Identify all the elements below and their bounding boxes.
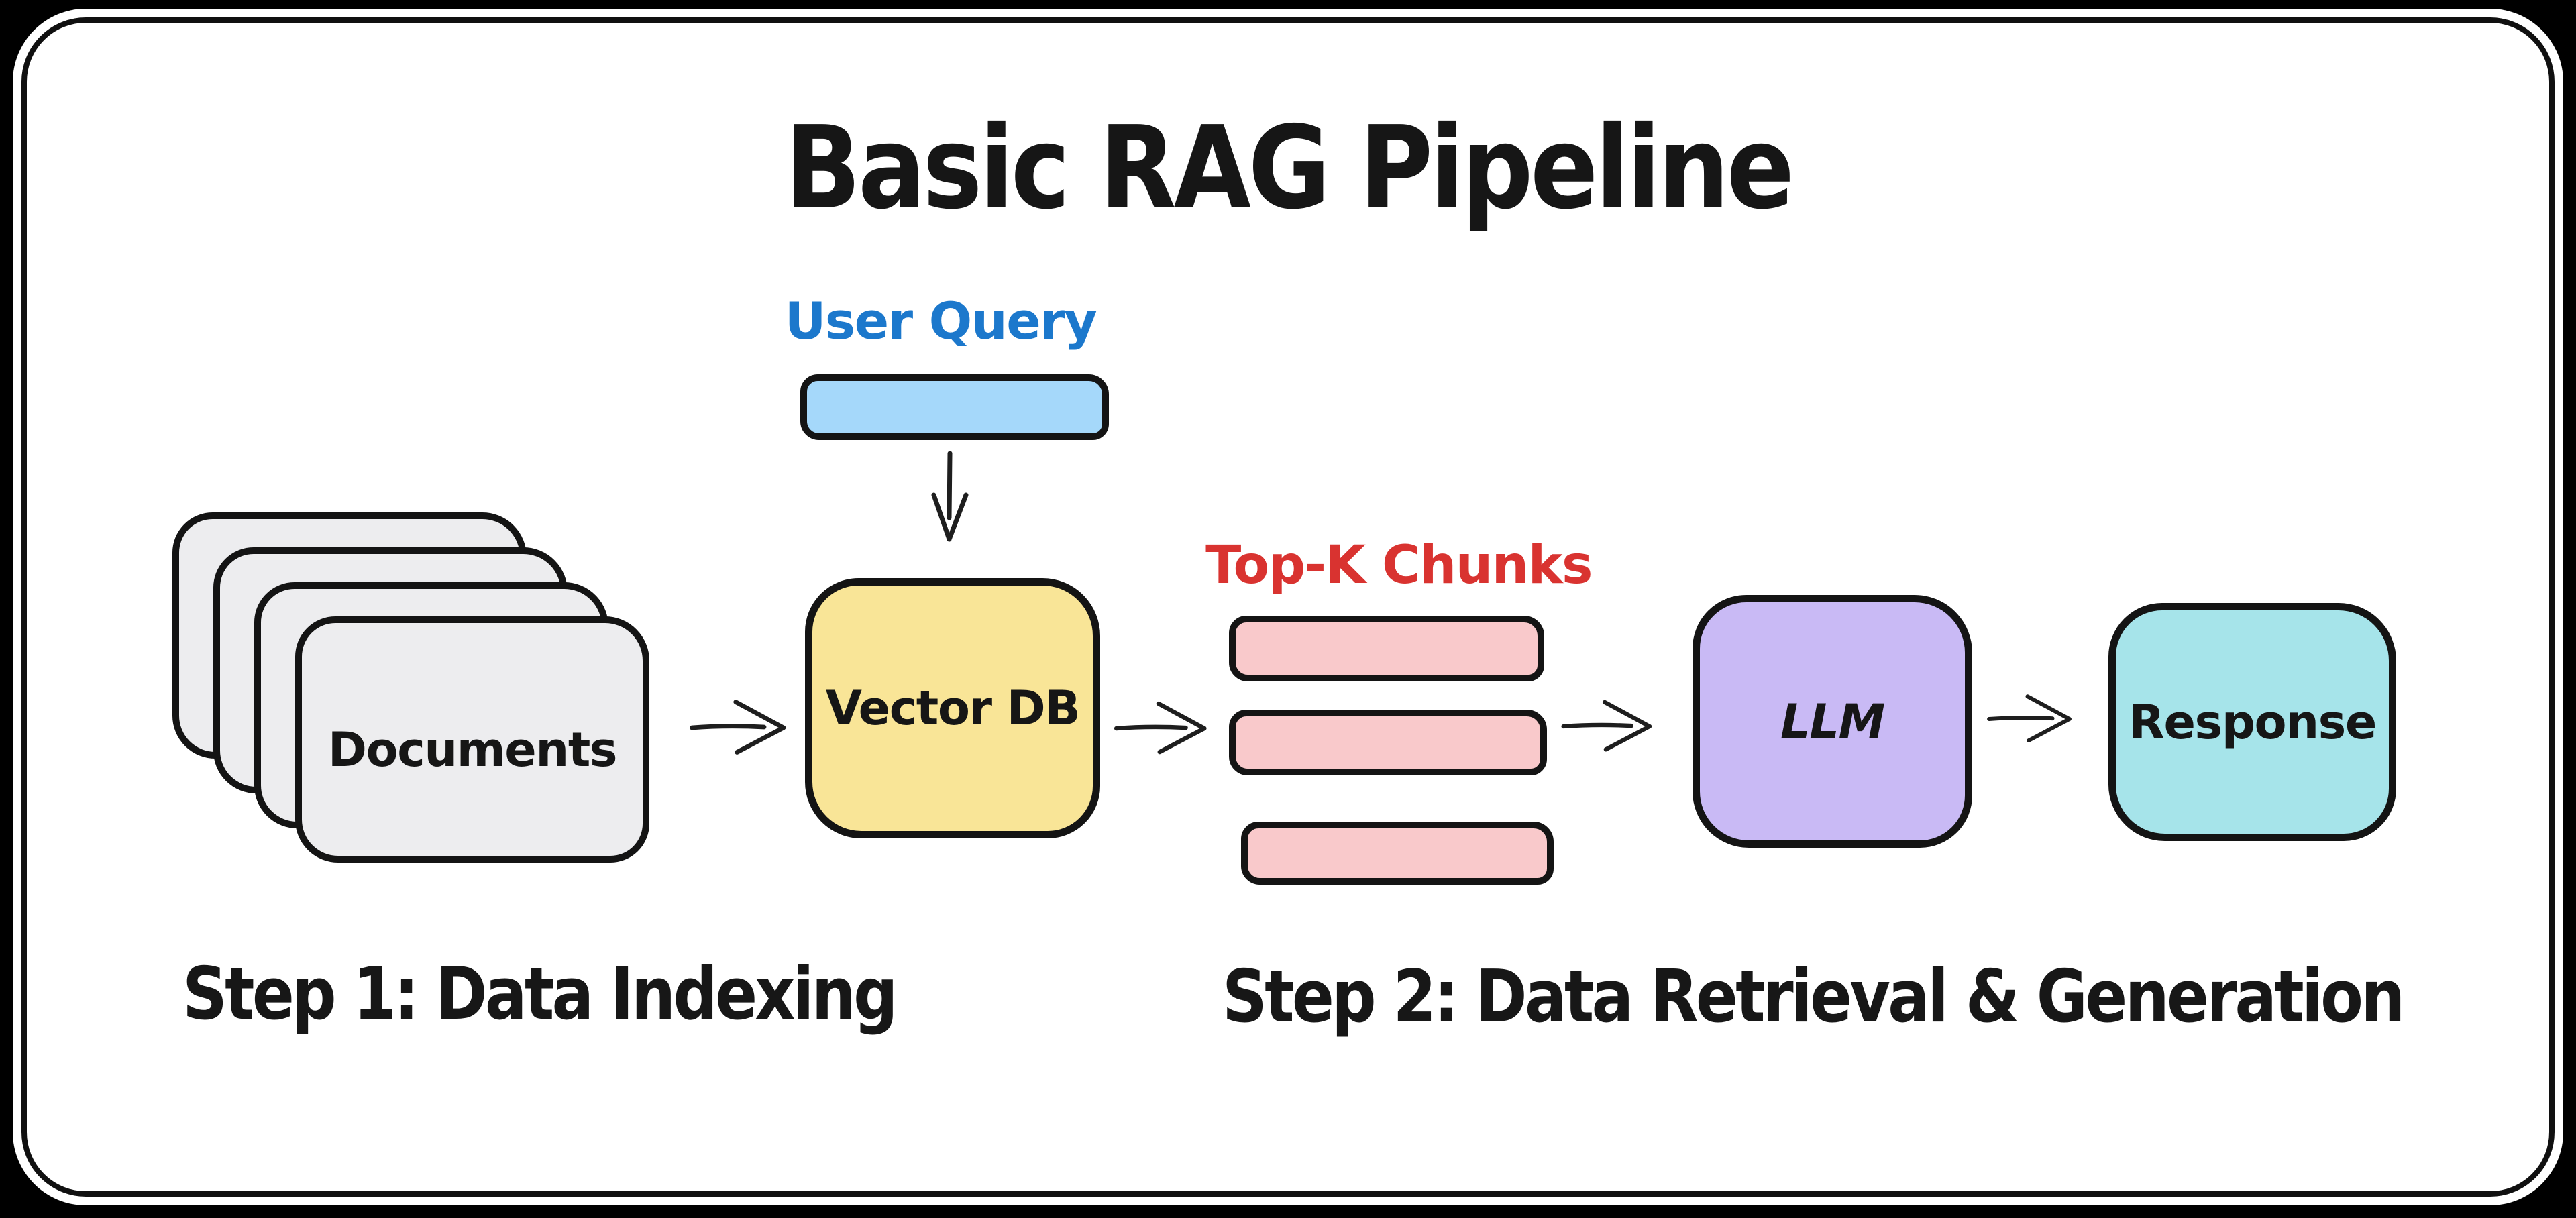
documents-label: Documents [327,722,618,777]
response-label: Response [2128,694,2377,750]
arrow-chunks-to-llm-icon [1560,695,1657,758]
vector-db-box: Vector DB [805,578,1100,838]
step-2-caption: Step 2: Data Retrieval & Generation [1222,955,2405,1039]
user-query-label: User Query [784,291,1097,351]
step-1-caption: Step 1: Data Indexing [182,952,898,1036]
document-card-front: Documents [295,616,649,863]
chunk-bar [1229,710,1547,775]
llm-label: LLM [1780,694,1885,749]
llm-box: LLM [1693,595,1972,848]
user-query-box [800,374,1109,440]
chunk-bar [1229,616,1544,681]
documents-stack: Documents [172,512,650,863]
arrow-vectordb-to-chunks-icon [1110,696,1214,761]
vector-db-label: Vector DB [825,681,1081,736]
arrow-down-icon [919,451,979,545]
arrow-documents-to-vectordb-icon [681,694,798,761]
arrow-llm-to-response-icon [1986,688,2076,750]
top-k-chunks-label: Top-K Chunks [1205,535,1593,596]
page-title: Basic RAG Pipeline [784,102,1794,235]
response-box: Response [2108,603,2396,841]
chunk-bar [1241,822,1554,885]
